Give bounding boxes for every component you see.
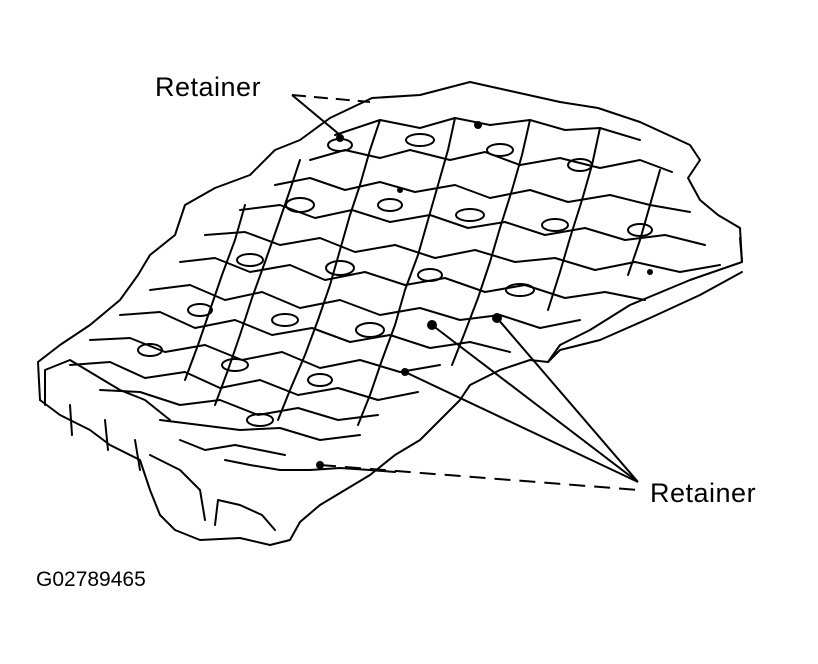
right-leader-dashed [319,464,639,491]
retainer-callout-right: Retainer [650,478,757,508]
lower-casting-left-face [39,399,301,546]
lower-casting-front-face [299,359,549,523]
retainer-top-dot [336,134,344,142]
right-leader-3 [404,371,639,483]
top-leader-line [291,94,371,103]
retainer-callout-top: Retainer [155,72,262,102]
upper-plate-right-face [547,237,743,363]
upper-plate-outline [329,81,743,363]
upper-plate-left-edge [37,117,331,401]
right-leader-2 [496,317,639,483]
figure-id: G02789465 [36,568,146,591]
right-leader-1 [431,324,639,483]
